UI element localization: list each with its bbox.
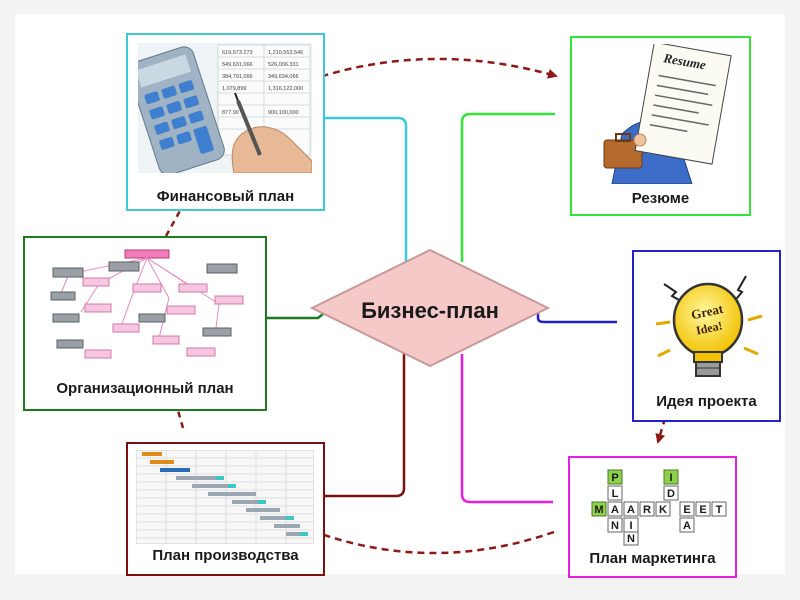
connector-production <box>310 350 406 498</box>
node-resume[interactable]: Resume Резюме <box>570 36 751 216</box>
org-chart-illustration <box>50 249 244 359</box>
connector-marketing <box>460 354 553 504</box>
tile-letter: N <box>627 533 635 545</box>
tile-letter: E <box>683 504 690 516</box>
sheet-cell: 349,634,066 <box>268 74 299 80</box>
sheet-cell: 549,631,066 <box>222 62 253 68</box>
center-diamond <box>309 248 551 368</box>
sheet-cell: 1,316,122,000 <box>268 86 303 92</box>
sheet-cell: 526,006.331 <box>268 62 299 68</box>
tile-letter: I <box>629 520 632 532</box>
node-idea[interactable]: Great Idea! Идея проекта <box>632 250 781 422</box>
connector-idea <box>536 308 617 324</box>
arrow-financial-to-resume <box>309 57 558 82</box>
node-financial[interactable]: 619,573.273 1,210,553.546 549,631,066 52… <box>126 33 325 211</box>
diagram-canvas: Бизнес-план 619,573.273 1,210,553.546 54… <box>15 14 785 578</box>
resume-illustration: Resume <box>603 44 732 184</box>
tile-letter: I <box>669 472 672 484</box>
tile-letter: L <box>612 488 619 500</box>
bulb-text-1: Great <box>690 301 725 323</box>
lightbulb-icon: Great Idea! <box>655 275 763 377</box>
sheet-cell: 384,791,066 <box>222 74 253 80</box>
tile-letter: D <box>667 488 675 500</box>
tile-letter: A <box>683 520 691 532</box>
sheet-cell: 877.90 <box>222 110 239 116</box>
gantt-chart-illustration <box>136 450 314 544</box>
sheet-cell: 900,100,000 <box>268 110 299 116</box>
tile-letter: R <box>643 504 651 516</box>
connector-financial <box>310 116 408 278</box>
node-marketing[interactable]: P L A N I D E A M A R K E T I N План <box>568 456 737 578</box>
organizational-label: Организационный план <box>56 380 234 397</box>
marketing-label: План маркетинга <box>589 550 716 567</box>
tile-letter: N <box>611 520 619 532</box>
tile-letter: P <box>611 472 618 484</box>
tile-letter: E <box>699 504 706 516</box>
tile-letter: K <box>659 504 667 516</box>
tile-letter: T <box>716 504 723 516</box>
center-title: Бизнес-план <box>361 298 499 323</box>
connector-resume <box>460 112 555 262</box>
sheet-cell: 1,210,553.546 <box>268 50 303 56</box>
idea-label: Идея проекта <box>656 393 757 410</box>
connector-layer <box>164 57 670 555</box>
node-production[interactable]: План производства <box>126 442 325 576</box>
sheet-cell: 1,079,899 <box>222 86 246 92</box>
tile-letter: A <box>627 504 635 516</box>
node-organizational[interactable]: Организационный план <box>23 236 267 411</box>
financial-illustration: 619,573.273 1,210,553.546 549,631,066 52… <box>138 43 312 173</box>
financial-label: Финансовый план <box>156 188 295 205</box>
crossword-tiles-illustration: P L A N I D E A M A R K E T I N <box>591 469 727 546</box>
resume-paper-title: Resume <box>661 50 707 72</box>
tile-letter: A <box>611 504 619 516</box>
arrow-marketing-to-production <box>308 528 555 555</box>
sheet-cell: 619,573.273 <box>222 50 253 56</box>
resume-label: Резюме <box>631 190 690 207</box>
bulb-text-2: Idea! <box>695 318 724 337</box>
production-label: План производства <box>152 547 299 564</box>
tile-letter: M <box>594 504 603 516</box>
